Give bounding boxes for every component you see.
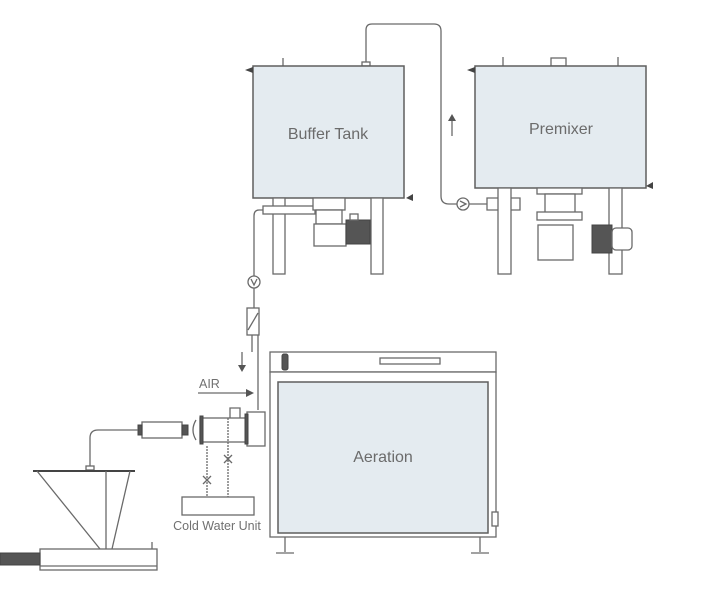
mixing-head xyxy=(192,407,266,447)
cooling-water-lines xyxy=(206,418,229,497)
premixer-tank: Premixer xyxy=(467,57,653,275)
premixer-outlet-pipe xyxy=(469,197,521,211)
cold-water-unit xyxy=(181,496,255,516)
pump-symbol xyxy=(250,278,258,287)
aeration-label: Aeration xyxy=(353,449,413,466)
pump-symbol xyxy=(459,200,468,208)
premixer-label: Premixer xyxy=(529,121,594,138)
feed-pump xyxy=(141,421,183,439)
cold-water-unit-label: Cold Water Unit xyxy=(173,519,261,533)
air-arrow-head xyxy=(246,389,254,397)
hopper xyxy=(0,465,158,571)
hopper-feed-pipe xyxy=(89,429,138,466)
flowmeter-line xyxy=(247,312,259,331)
flow-arrow-up-head xyxy=(448,114,456,121)
buffer-outlet-pipe xyxy=(251,209,263,410)
buffer-tank: Buffer Tank xyxy=(245,58,413,275)
valve-icon xyxy=(223,454,233,464)
transfer-pipe xyxy=(365,23,457,205)
flow-arrow-down-head xyxy=(238,365,246,372)
aeration-unit: Aeration xyxy=(269,351,499,554)
air-label: AIR xyxy=(199,377,220,391)
buffer-tank-label: Buffer Tank xyxy=(288,126,369,143)
valve-icon xyxy=(202,475,212,485)
